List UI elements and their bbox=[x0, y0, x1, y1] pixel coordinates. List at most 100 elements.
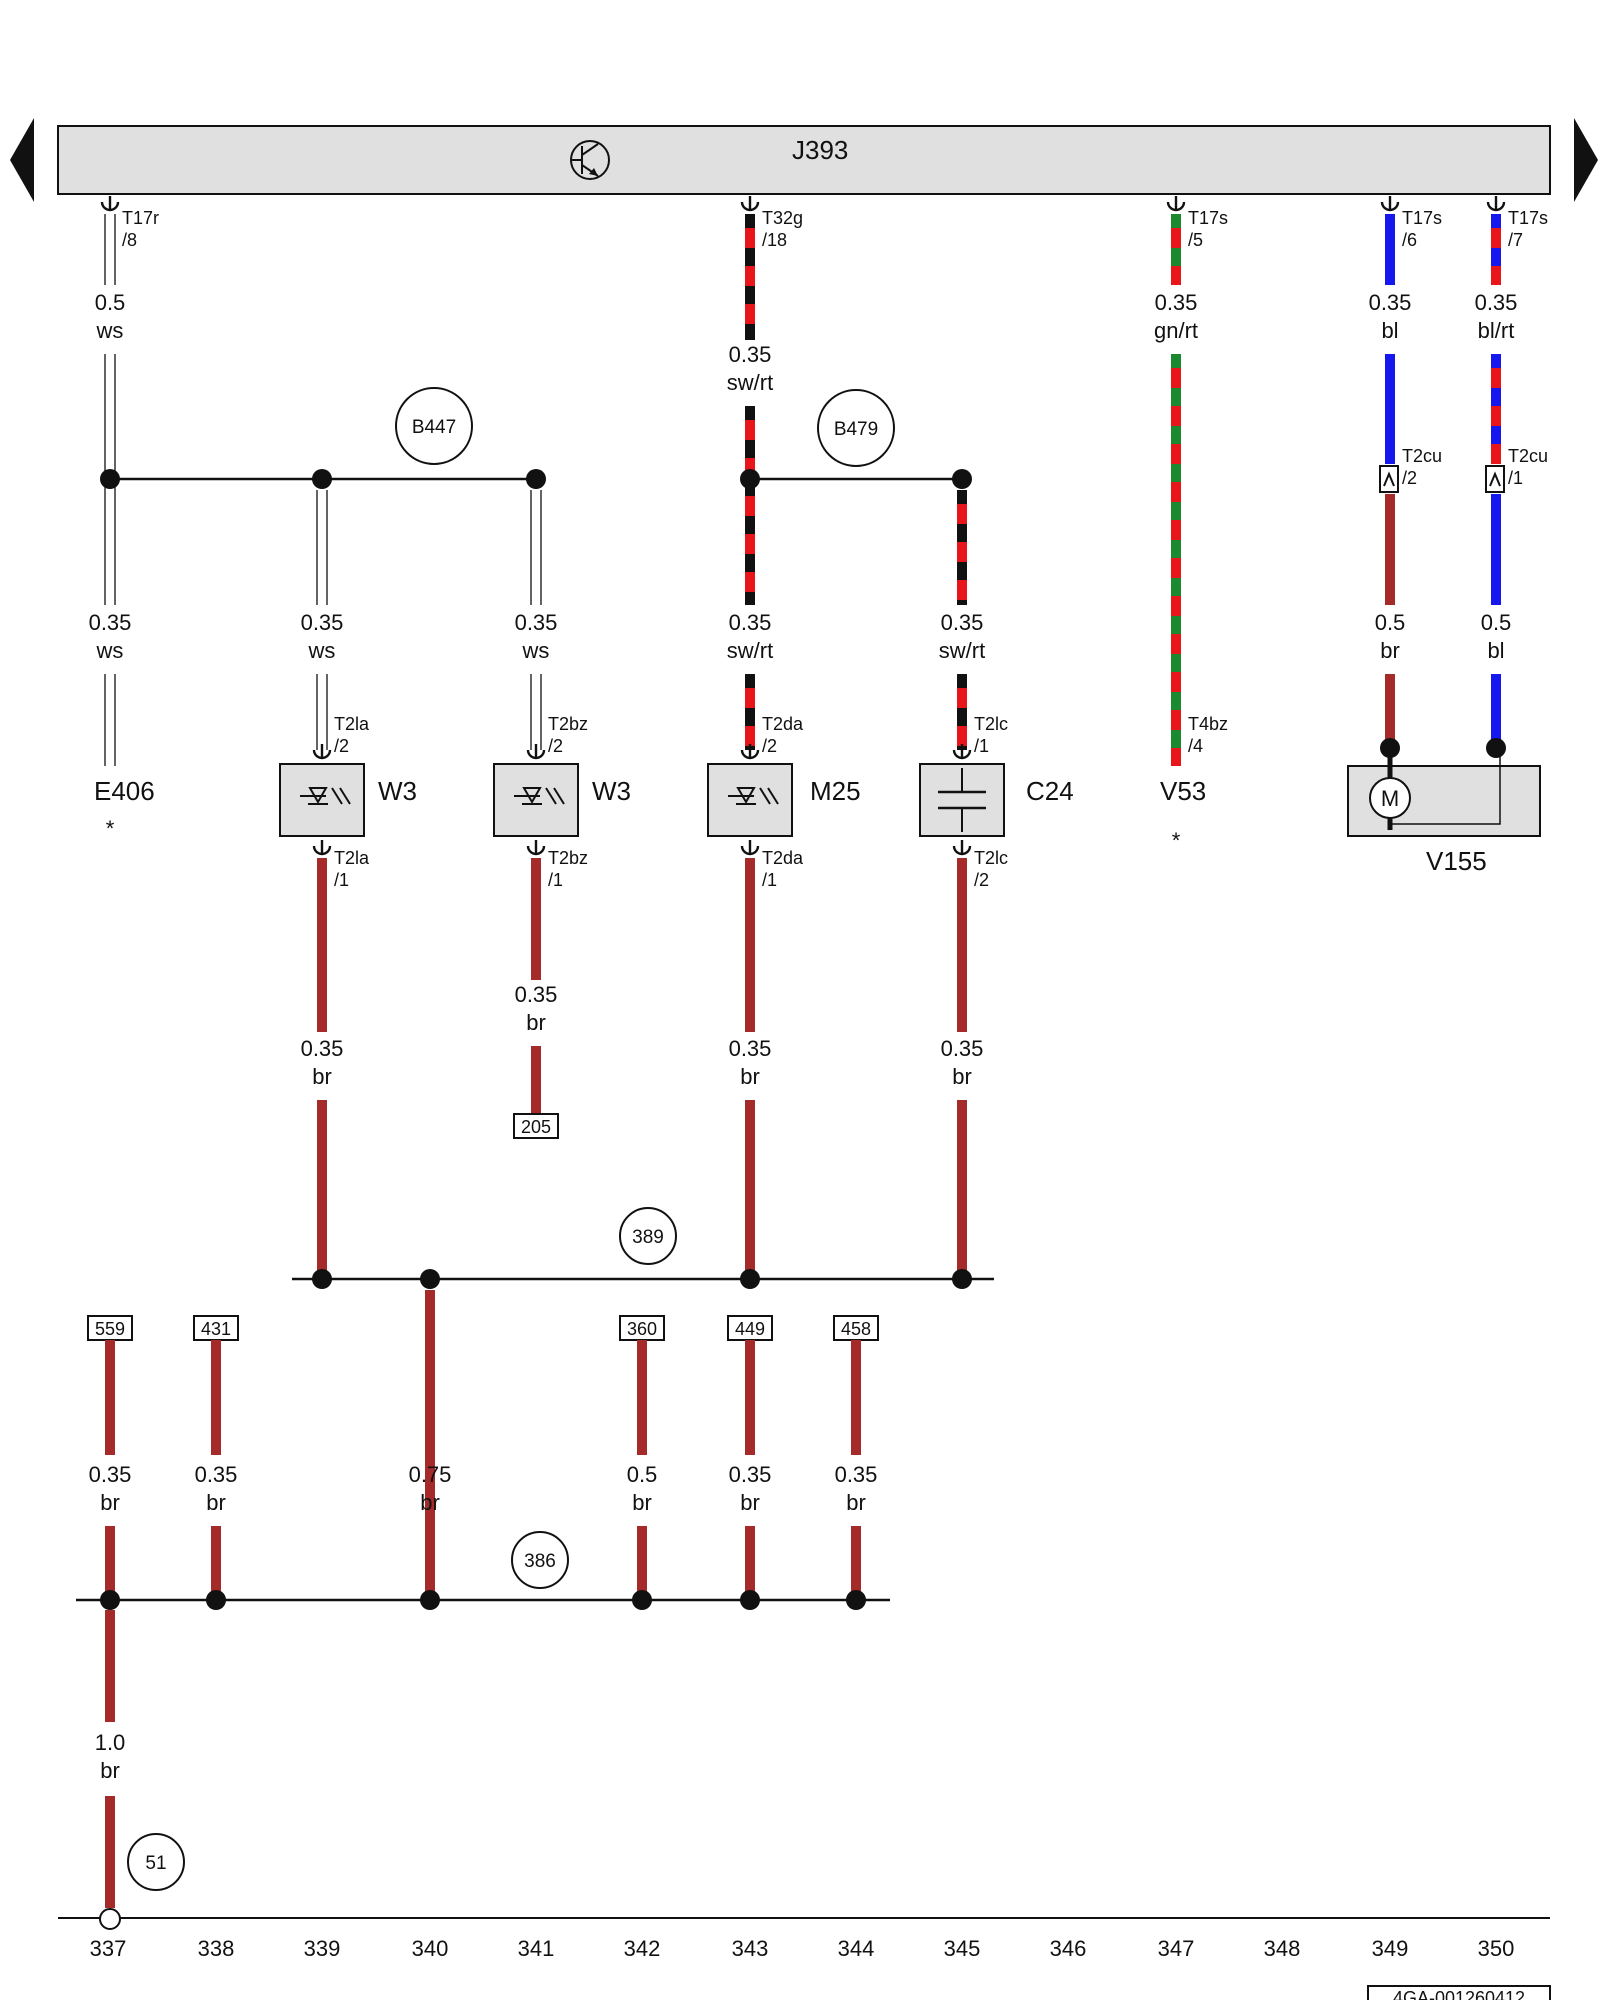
wire-label-w20: 0.5 br bbox=[627, 1462, 658, 1515]
wire-label-w8-color: ws bbox=[522, 638, 550, 663]
column-number-340: 340 bbox=[412, 1936, 449, 1961]
bus-389-dot-2 bbox=[420, 1269, 440, 1289]
j393-pin-label-t17r_8: T17r/8 bbox=[122, 208, 159, 250]
wire-label-w2: 0.35 sw/rt bbox=[727, 342, 773, 395]
bus-386-dot-3 bbox=[420, 1590, 440, 1610]
previous-page-arrow[interactable] bbox=[10, 118, 34, 202]
component-w3b-label: W3 bbox=[592, 776, 631, 806]
wire-label-w12-color: bl bbox=[1487, 638, 1504, 663]
wire-label-w11: 0.5br bbox=[1375, 610, 1406, 663]
pin-label-t2cu_2: T2cu/2 bbox=[1402, 446, 1442, 488]
pin-label-t2la-2-name: T2la bbox=[334, 714, 370, 734]
diagram-code: 4GA-001260412 bbox=[1367, 1985, 1551, 2000]
component-v53-label: V53 bbox=[1160, 776, 1206, 806]
j393-pin-label-t32g_18-pin: /18 bbox=[762, 230, 787, 250]
pin-w3b-2 bbox=[526, 744, 546, 760]
bus-386-dot-2 bbox=[206, 1590, 226, 1610]
wire-label-w12: 0.5bl bbox=[1481, 610, 1512, 663]
bus-389-dot-1 bbox=[312, 1269, 332, 1289]
wire-label-w2-size: 0.35 bbox=[729, 342, 772, 367]
component-w3a-label: W3 bbox=[378, 776, 417, 806]
splice-b479-dot-2 bbox=[952, 469, 972, 489]
component-e406-note: * bbox=[106, 816, 115, 841]
wire-label-w19-size: 0.75 bbox=[409, 1462, 452, 1487]
column-number-347: 347 bbox=[1158, 1936, 1195, 1961]
wire-label-w5-size: 0.35 bbox=[1475, 290, 1518, 315]
j393-pin-label-t17s_6: T17s/6 bbox=[1402, 208, 1442, 250]
pin-label-t2bz-1-name: T2bz bbox=[548, 848, 588, 868]
component-c24-label: C24 bbox=[1026, 776, 1074, 806]
column-number-341: 341 bbox=[518, 1936, 555, 1961]
wire-w3b-in bbox=[530, 674, 542, 750]
pin-m25-1 bbox=[740, 840, 760, 856]
j393-pin-label-t32g_18: T32g/18 bbox=[762, 208, 803, 250]
wire-e406-top bbox=[104, 214, 116, 285]
pin-w3a-2 bbox=[312, 744, 332, 760]
reference-559-text: 559 bbox=[95, 1319, 125, 1339]
pin-label-t2lc-1-name: T2lc bbox=[974, 714, 1008, 734]
wire-label-w1-size: 0.5 bbox=[95, 290, 126, 315]
pin-label-t2cu_1-pin: /1 bbox=[1508, 468, 1523, 488]
reference-360: 360 bbox=[619, 1315, 665, 1341]
wire-label-w22-color: br bbox=[846, 1490, 866, 1515]
column-number-349: 349 bbox=[1372, 1936, 1409, 1961]
wire-label-w3: 0.35 gn/rt bbox=[1154, 290, 1198, 343]
wire-label-w20-color: br bbox=[632, 1490, 652, 1515]
wire-label-w8-size: 0.35 bbox=[515, 610, 558, 635]
wire-label-w6-color: ws bbox=[96, 638, 124, 663]
next-page-arrow[interactable] bbox=[1574, 118, 1598, 202]
j393-pin-label-t17r_8-name: T17r bbox=[122, 208, 159, 228]
plug-icon bbox=[1485, 465, 1505, 493]
pin-c24-1 bbox=[952, 744, 972, 760]
connection-b479-text: B479 bbox=[834, 419, 878, 440]
j393-pin-t17s_5 bbox=[1166, 196, 1186, 212]
reference-205-text: 205 bbox=[521, 1117, 551, 1137]
j393-pin-t32g_18 bbox=[740, 196, 760, 212]
v155-pin-dot-2 bbox=[1486, 738, 1506, 758]
pin-label-t2la-2-pin: /2 bbox=[334, 736, 349, 756]
component-m25-label: M25 bbox=[810, 776, 861, 806]
bus-386-dot-1 bbox=[100, 1590, 120, 1610]
component-e406-label: E406 bbox=[94, 776, 155, 806]
wire-label-w3-size: 0.35 bbox=[1155, 290, 1198, 315]
v155-pin-dot-1 bbox=[1380, 738, 1400, 758]
ground-point bbox=[99, 1908, 121, 1930]
reference-360-text: 360 bbox=[627, 1319, 657, 1339]
motor-icon: M bbox=[1369, 751, 1501, 830]
wire-e406-bottom bbox=[104, 674, 116, 766]
j393-pin-label-t32g_18-name: T32g bbox=[762, 208, 803, 228]
wire-label-w3-color: gn/rt bbox=[1154, 318, 1198, 343]
column-number-344: 344 bbox=[838, 1936, 875, 1961]
component-w3a-box bbox=[279, 763, 365, 837]
wire-label-w20-size: 0.5 bbox=[627, 1462, 658, 1487]
wire-label-w23: 1.0br bbox=[95, 1730, 126, 1783]
connection-51-text: 51 bbox=[145, 1853, 166, 1874]
wire-label-w14-size: 0.35 bbox=[515, 982, 558, 1007]
bus-389-dot-3 bbox=[740, 1269, 760, 1289]
pin-label-t2bz-2-pin: /2 bbox=[548, 736, 563, 756]
pin-w3b-1 bbox=[526, 840, 546, 856]
led-icon bbox=[300, 787, 351, 805]
pin-label-t2cu_2-pin: /2 bbox=[1402, 468, 1417, 488]
reference-449-text: 449 bbox=[735, 1319, 765, 1339]
pin-m25-2 bbox=[740, 744, 760, 760]
column-number-348: 348 bbox=[1264, 1936, 1301, 1961]
wire-label-w18-color: br bbox=[206, 1490, 226, 1515]
wire-label-w17-color: br bbox=[100, 1490, 120, 1515]
j393-pin-label-t17r_8-pin: /8 bbox=[122, 230, 137, 250]
wire-label-w2-color: sw/rt bbox=[727, 370, 773, 395]
j393-pin-label-t17s_7-name: T17s bbox=[1508, 208, 1548, 228]
wire-label-w7-size: 0.35 bbox=[301, 610, 344, 635]
plug-icon bbox=[1379, 465, 1399, 493]
connection-b447-text: B447 bbox=[412, 417, 456, 438]
wire-label-w11-size: 0.5 bbox=[1375, 610, 1406, 635]
j393-pin-label-t17s_5-name: T17s bbox=[1188, 208, 1228, 228]
wire-w3a-in bbox=[316, 674, 328, 750]
bus-386-dot-6 bbox=[846, 1590, 866, 1610]
pin-label-t2la-1: T2la/1 bbox=[334, 848, 370, 890]
